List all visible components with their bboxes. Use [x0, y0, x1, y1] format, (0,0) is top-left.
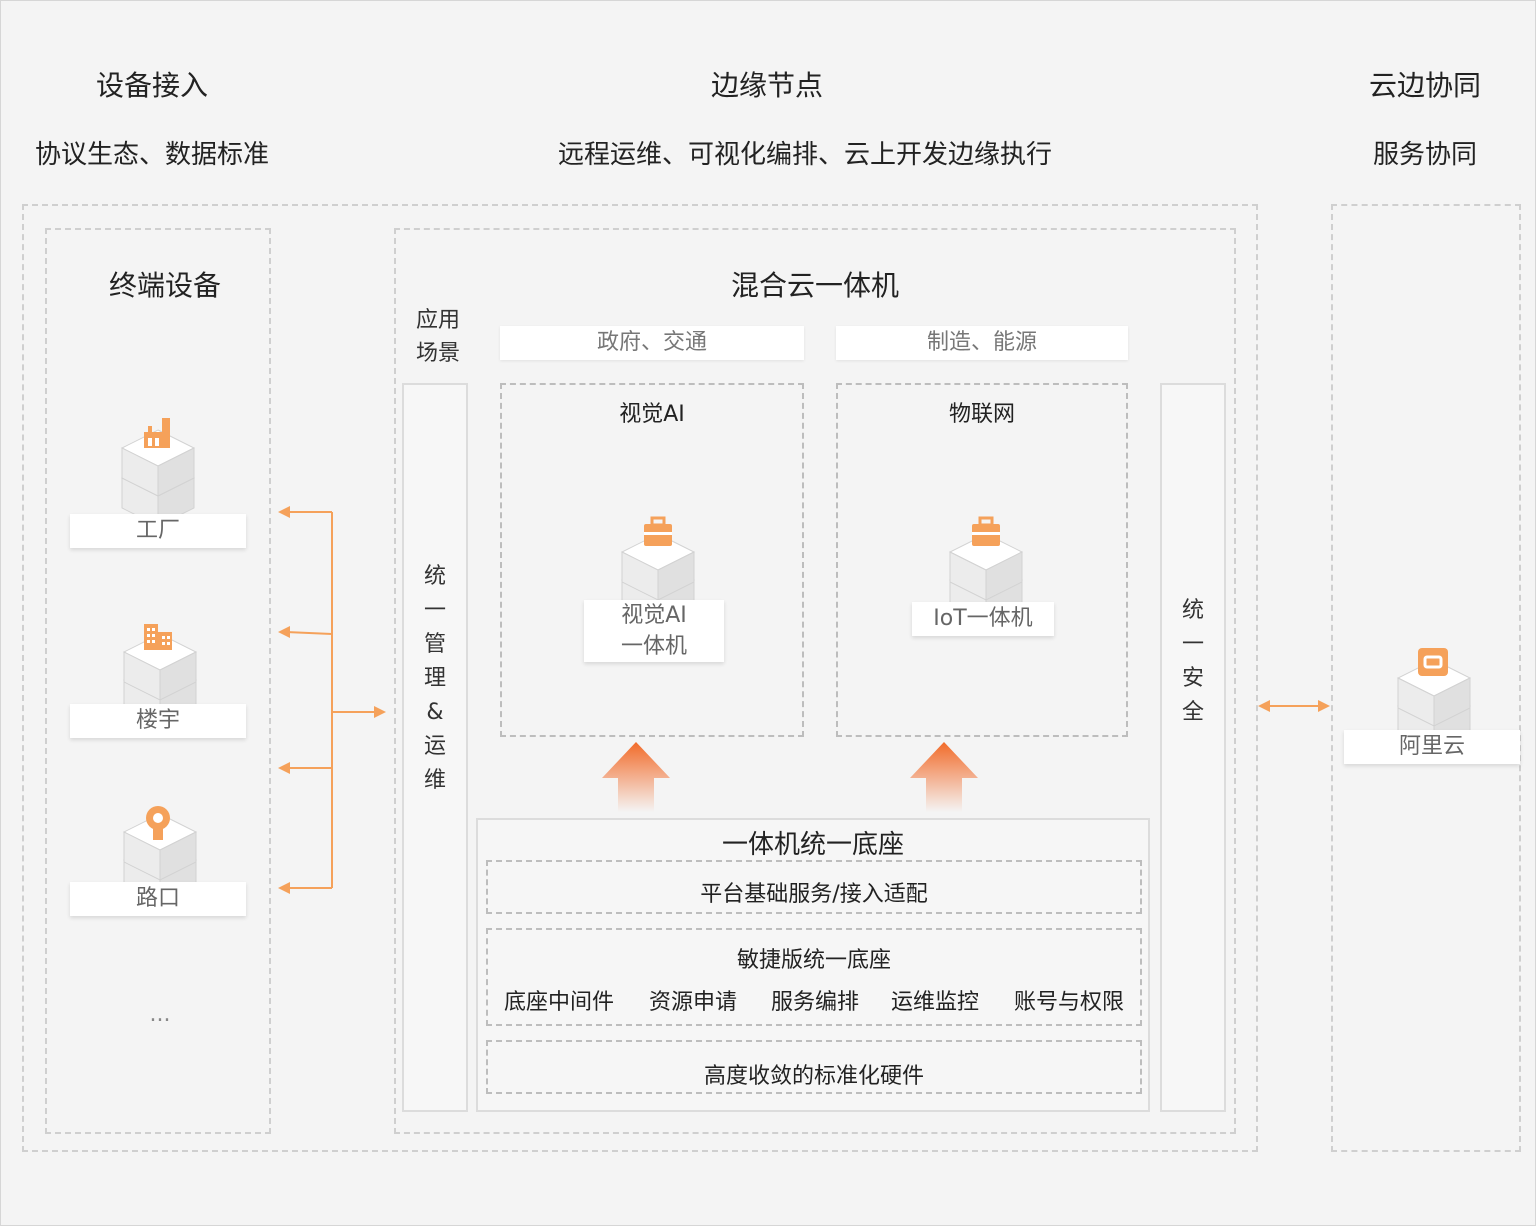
upload-arrow-left — [602, 742, 670, 812]
terminal-title: 终端设备 — [108, 269, 221, 302]
agile-base-title: 敏捷版统一底座 — [736, 948, 891, 973]
cloud-column-subtitle: 服务协同 — [1372, 140, 1477, 170]
agile-item-monitoring: 运维监控 — [890, 990, 979, 1015]
edge-column-subtitle: 远程运维、可视化编排、云上开发边缘执行 — [557, 140, 1052, 170]
unified-security-label: 统 一 安 全 — [1181, 598, 1204, 725]
agile-item-accounts: 账号与权限 — [1013, 990, 1124, 1015]
scenario-manufacturing-energy: 制造、能源 — [836, 326, 1128, 360]
factory-icon — [144, 418, 170, 448]
device-column-title: 设备接入 — [95, 69, 208, 102]
hybrid-region — [394, 228, 1236, 1134]
device-connection-arrows — [285, 511, 376, 889]
terminal-item-building: 楼宇 — [70, 704, 246, 738]
scenario-government-traffic: 政府、交通 — [500, 326, 804, 360]
iot-device-label: IoT一体机 — [912, 602, 1054, 636]
agile-item-resource: 资源申请 — [648, 990, 737, 1015]
cloud-column-title: 云边协同 — [1368, 69, 1481, 102]
unified-management-label: 统 一 管 理 & 运 维 — [423, 564, 446, 793]
hardware-label: 高度收敛的标准化硬件 — [703, 1064, 924, 1089]
vision-ai-title: 视觉AI — [619, 402, 685, 427]
vision-ai-device-label: 视觉AI 一体机 — [584, 600, 724, 662]
hardware-box — [486, 1040, 1142, 1094]
edge-column-title: 边缘节点 — [710, 69, 823, 102]
agile-base-box — [486, 928, 1142, 1026]
upload-arrow-right — [910, 742, 978, 812]
vision-toolbox-icon — [644, 516, 672, 546]
aliyun-label: 阿里云 — [1344, 730, 1520, 764]
agile-item-middleware: 底座中间件 — [503, 990, 614, 1015]
vision-ai-box — [500, 383, 804, 737]
terminal-more: ... — [149, 1002, 171, 1027]
building-icon — [144, 624, 172, 650]
cloud-edge-arrow — [1258, 700, 1330, 712]
cloud-region — [1331, 204, 1521, 1152]
terminal-item-factory: 工厂 — [70, 514, 246, 548]
scenario-label: 应用 场景 — [415, 308, 460, 366]
unified-management-panel — [402, 383, 468, 1112]
platform-services-label: 平台基础服务/接入适配 — [700, 882, 928, 907]
platform-services-box — [486, 860, 1142, 914]
unified-security-panel — [1160, 383, 1226, 1112]
iot-box — [836, 383, 1128, 737]
arrow-heads — [278, 506, 386, 894]
hybrid-title: 混合云一体机 — [730, 269, 899, 302]
aliyun-logo-icon — [1418, 648, 1448, 676]
iot-title: 物联网 — [948, 402, 1015, 427]
edge-outer-region — [22, 204, 1258, 1152]
base-panel — [476, 818, 1150, 1112]
terminal-region — [45, 228, 271, 1134]
iot-toolbox-icon — [972, 516, 1000, 546]
terminal-item-crossroad: 路口 — [70, 882, 246, 916]
camera-icon — [146, 806, 170, 840]
agile-item-orchestration: 服务编排 — [770, 990, 859, 1015]
device-column-subtitle: 协议生态、数据标准 — [34, 140, 269, 170]
base-title: 一体机统一底座 — [721, 830, 904, 860]
